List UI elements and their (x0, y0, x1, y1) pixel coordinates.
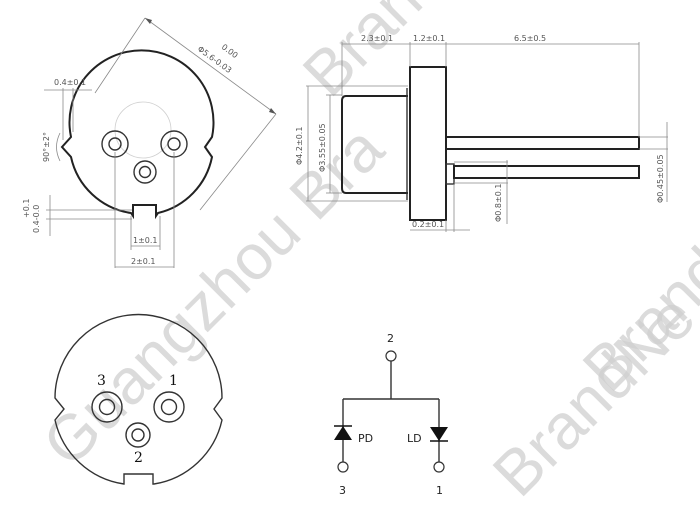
pin-1-inner (160, 398, 178, 416)
schematic-pin-3-label: 3 (339, 484, 346, 497)
insulator-height-label: 0.2±0.1 (412, 220, 444, 229)
photodiode-icon (334, 426, 352, 440)
center-reference-circle (114, 101, 172, 159)
notch-angle-label: 90°±2° (42, 132, 51, 162)
pin-3-label: 3 (97, 373, 106, 389)
schematic-pin-2-label: 2 (387, 332, 394, 345)
flange (409, 66, 447, 221)
side-view-drawing: 2.3±0.1 1.2±0.1 6.5±0.5 Φ4.2±0.1 Φ3.55±0… (295, 34, 668, 232)
pin-2-inner (131, 428, 145, 442)
insulator-diameter-label: Φ0.8±0.1 (494, 184, 503, 222)
diameter-dimension-line (144, 17, 277, 115)
pin-right-inner (167, 137, 181, 151)
pin-center-inner (138, 165, 152, 179)
pin-3-inner (98, 398, 116, 416)
pin-view-drawing: 3 1 2 (54, 313, 223, 485)
key-depth-upper-label: +0.1 (22, 199, 31, 218)
laser-diode-icon (430, 427, 448, 441)
dim-ext-line (199, 113, 277, 211)
insulator (445, 163, 455, 185)
key-width-label: 1±0.1 (133, 236, 158, 245)
flange-thickness-label: 1.2±0.1 (413, 34, 445, 43)
schematic-drawing: 2 PD LD 3 1 (334, 332, 448, 497)
lead-diameter-label: Φ0.45±0.05 (656, 154, 665, 203)
pin-center-outer (133, 160, 157, 184)
dim-ext-line (94, 17, 146, 94)
flange-diameter-label: Φ4.2±0.1 (295, 127, 304, 165)
cap-length-label: 2.3±0.1 (361, 34, 393, 43)
pin-left-inner (108, 137, 122, 151)
notch-depth-label: 0.4±0.1 (54, 78, 86, 87)
pin-view-outline (54, 313, 223, 485)
lead-upper (445, 136, 640, 150)
schematic-pin-1-label: 1 (436, 484, 443, 497)
package-outline (60, 49, 215, 220)
terminal-2-icon (385, 350, 397, 362)
lead-lower (453, 165, 640, 179)
pin-1-outer (153, 391, 185, 423)
key-depth-label: 0.4-0.0 (32, 205, 41, 233)
cap-diameter-label: Φ3.55±0.05 (318, 123, 327, 172)
terminal-1-icon (433, 461, 445, 473)
watermark-text-top: BrandNe (289, 0, 519, 110)
pin-spacing-label: 2±0.1 (131, 257, 156, 266)
diameter-upper-tolerance: 0.00 (220, 42, 240, 60)
arrow-icon (269, 108, 276, 114)
cap-body (341, 95, 408, 194)
pin-1-label: 1 (169, 373, 178, 389)
arrow-icon (145, 18, 152, 24)
lead-length-label: 6.5±0.5 (514, 34, 546, 43)
terminal-3-icon (337, 461, 349, 473)
pin-3-outer (91, 391, 123, 423)
pin-2-outer (125, 422, 151, 448)
pin-2-label: 2 (134, 450, 143, 466)
pd-label: PD (358, 432, 373, 445)
ld-label: LD (407, 432, 422, 445)
angle-arc (56, 132, 61, 162)
